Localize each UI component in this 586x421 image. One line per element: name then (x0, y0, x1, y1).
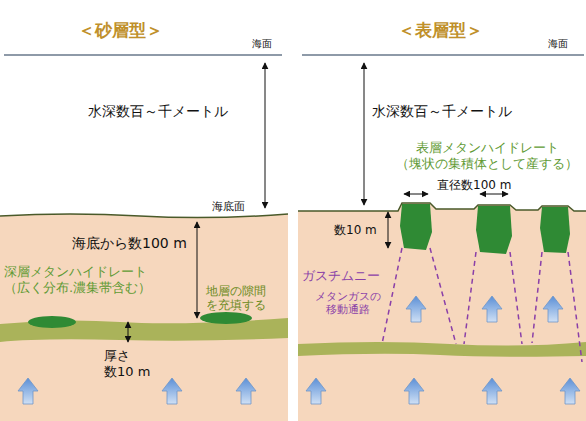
depth-label: 水深数百～千メートル (88, 103, 228, 120)
gas-flow-arrow (306, 378, 326, 404)
sediment (298, 203, 586, 421)
hydrate-lens (200, 312, 252, 324)
gas-flow-arrow (560, 378, 580, 404)
sediment (0, 214, 288, 421)
hydrate-block (476, 206, 512, 254)
hydrate-lens (28, 316, 76, 328)
panel-heading: ＜砂層型＞ (78, 20, 163, 40)
panel-heading: ＜表層型＞ (398, 20, 483, 40)
dimension-label: 数10 m (334, 223, 377, 237)
seafloor-line (0, 214, 288, 218)
chimney-note: メタンガスの 移動通路 (312, 290, 384, 316)
dimension-label: 厚さ 数10 m (104, 348, 154, 379)
gas-flow-arrow (543, 296, 563, 322)
gas-flow-arrow (406, 296, 426, 322)
thickness-arrow (388, 212, 389, 248)
depth-arrow (265, 63, 266, 208)
note-label: 地層の隙間 を充填する (206, 284, 286, 313)
seafloor-label: 海底面 (212, 200, 245, 213)
hydrate-label: 表層メタンハイドレート （塊状の集積体として産する） (392, 140, 582, 171)
gas-flow-arrow (162, 378, 182, 404)
depth-arrow (197, 222, 198, 318)
sea-surface-label: 海面 (548, 38, 568, 50)
depth-arrow (364, 63, 365, 205)
gas-flow-arrow (18, 378, 38, 404)
sea-surface (4, 54, 282, 56)
depth-label: 水深数百～千メートル (372, 103, 512, 120)
thickness-arrow (128, 322, 129, 342)
sea-surface (302, 54, 584, 56)
hydrate-label: 深層メタンハイドレート （広く分布.濃集帯含む） (4, 264, 182, 295)
sand-layer (298, 342, 586, 357)
gas-flow-arrow (236, 378, 256, 404)
depth-label: 海底から数100 m (72, 235, 187, 252)
diameter-arrow (480, 194, 508, 195)
gas-chimney (382, 248, 582, 362)
hydrate-block (400, 204, 432, 250)
gas-flow-arrow (404, 378, 424, 404)
gas-flow-arrow (482, 296, 502, 322)
hydrate-block (540, 207, 570, 253)
chimney-label: ガスチムニー (302, 268, 380, 284)
gas-flow-arrow (482, 378, 502, 404)
sea-surface-label: 海面 (252, 38, 272, 50)
diameter-arrow (404, 194, 428, 195)
dimension-label: 直径数100 m (437, 178, 511, 192)
